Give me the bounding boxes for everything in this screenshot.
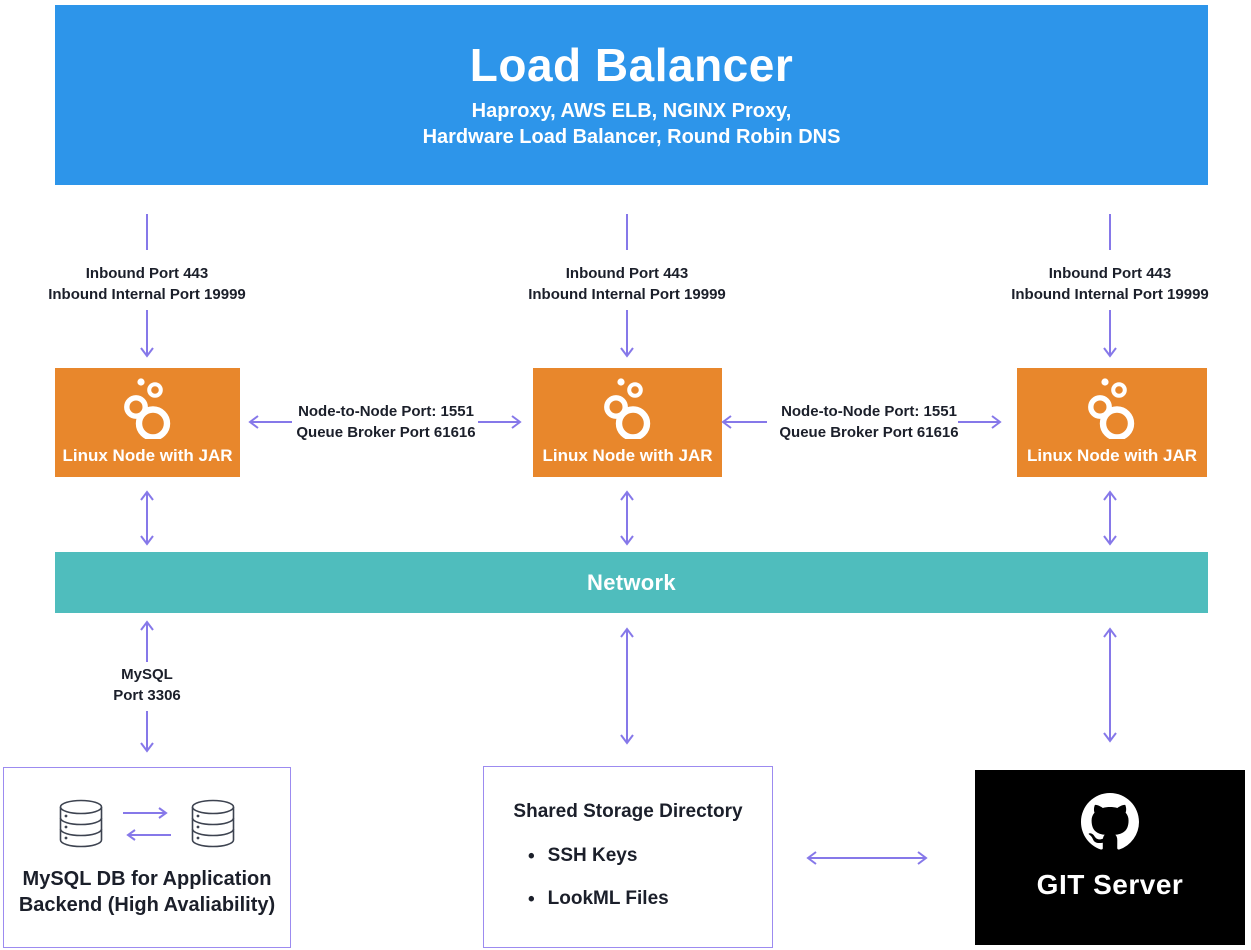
arrow-down-icon	[620, 310, 634, 358]
list-item-label: SSH Keys	[547, 845, 638, 866]
arrow-right-icon	[958, 415, 1002, 429]
mysql-port-label-line1: MySQL	[121, 666, 173, 683]
list-item: • SSH Keys	[528, 845, 772, 867]
node-link-label-2-line1: Node-to-Node Port: 1551	[781, 403, 957, 420]
looker-icon	[123, 378, 170, 439]
bullet-icon: •	[528, 888, 535, 910]
node-link-label-2-line2: Queue Broker Port 61616	[779, 424, 959, 441]
database-replication-row	[4, 799, 290, 849]
mysql-port-label-line2: Port 3306	[113, 687, 181, 704]
network-label: Network	[587, 569, 676, 595]
looker-icon	[603, 378, 650, 439]
mysql-port-label: MySQL Port 3306	[87, 664, 207, 706]
node-link-label-1: Node-to-Node Port: 1551 Queue Broker Por…	[286, 401, 486, 443]
arrow-down-icon	[140, 711, 154, 753]
looker-icon	[1088, 378, 1135, 439]
inbound-ports-label-2: Inbound Port 443 Inbound Internal Port 1…	[512, 263, 742, 305]
load-balancer-title: Load Balancer	[469, 38, 794, 91]
database-icon	[59, 799, 103, 848]
linux-node-box-3: Linux Node with JAR	[1017, 368, 1207, 477]
shared-storage-list: • SSH Keys • LookML Files	[484, 845, 772, 910]
inbound-ports-label-3-line1: Inbound Port 443	[1048, 265, 1172, 282]
arrow-down-icon	[140, 310, 154, 358]
git-server-label: GIT Server	[1036, 869, 1184, 900]
network-bar: Network	[55, 552, 1208, 613]
linux-node-label: Linux Node with JAR	[62, 446, 233, 465]
lb-node1-arrow-upper-segment	[146, 214, 148, 250]
linux-node-box-2: Linux Node with JAR	[533, 368, 722, 477]
inbound-ports-label-1-line2: Inbound Internal Port 19999	[48, 286, 246, 303]
load-balancer-box: Load Balancer Haproxy, AWS ELB, NGINX Pr…	[55, 5, 1208, 185]
github-icon	[1081, 793, 1139, 850]
node-link-label-1-line2: Queue Broker Port 61616	[296, 424, 476, 441]
inbound-ports-label-3: Inbound Port 443 Inbound Internal Port 1…	[995, 263, 1225, 305]
arrow-up-icon	[140, 620, 154, 662]
node-link-label-2: Node-to-Node Port: 1551 Queue Broker Por…	[769, 401, 969, 443]
double-arrow-vertical-icon	[620, 627, 634, 745]
load-balancer-subtitle-line2: Hardware Load Balancer, Round Robin DNS	[422, 126, 841, 149]
inbound-ports-label-3-line2: Inbound Internal Port 19999	[1011, 286, 1209, 303]
mysql-db-box: MySQL DB for Application Backend (High A…	[3, 767, 291, 948]
arrow-right-icon	[478, 415, 522, 429]
inbound-ports-label-1: Inbound Port 443 Inbound Internal Port 1…	[32, 263, 262, 305]
database-icon	[191, 799, 235, 848]
arrow-right-icon	[123, 807, 168, 819]
list-item: • LookML Files	[528, 888, 772, 910]
load-balancer-subtitle: Haproxy, AWS ELB, NGINX Proxy, Hardware …	[423, 98, 841, 150]
replication-arrows	[122, 807, 172, 841]
shared-storage-title: Shared Storage Directory	[513, 801, 743, 822]
linux-node-box-1: Linux Node with JAR	[55, 368, 240, 477]
double-arrow-horizontal-icon	[806, 851, 928, 865]
arrow-left-icon	[248, 415, 292, 429]
mysql-db-label-line1: MySQL DB for Application	[22, 868, 272, 890]
mysql-db-label: MySQL DB for Application Backend (High A…	[4, 866, 290, 918]
inbound-ports-label-1-line1: Inbound Port 443	[85, 265, 209, 282]
arrow-left-icon	[126, 829, 171, 841]
double-arrow-vertical-icon	[620, 490, 634, 546]
arrow-down-icon	[1103, 310, 1117, 358]
linux-node-label: Linux Node with JAR	[542, 446, 713, 465]
lb-node3-arrow-upper-segment	[1109, 214, 1111, 250]
node-link-label-1-line1: Node-to-Node Port: 1551	[298, 403, 474, 420]
inbound-ports-label-2-line2: Inbound Internal Port 19999	[528, 286, 726, 303]
linux-node-label: Linux Node with JAR	[1027, 446, 1197, 465]
double-arrow-vertical-icon	[1103, 490, 1117, 546]
double-arrow-vertical-icon	[140, 490, 154, 546]
bullet-icon: •	[528, 845, 535, 867]
arrow-left-icon	[721, 415, 767, 429]
double-arrow-vertical-icon	[1103, 627, 1117, 743]
lb-node2-arrow-upper-segment	[626, 214, 628, 250]
mysql-db-label-line2: Backend (High Avaliability)	[18, 894, 276, 916]
list-item-label: LookML Files	[547, 888, 669, 909]
load-balancer-subtitle-line1: Haproxy, AWS ELB, NGINX Proxy,	[471, 100, 792, 123]
git-server-box: GIT Server	[975, 770, 1245, 945]
shared-storage-box: Shared Storage Directory • SSH Keys • Lo…	[483, 766, 773, 948]
inbound-ports-label-2-line1: Inbound Port 443	[565, 265, 689, 282]
